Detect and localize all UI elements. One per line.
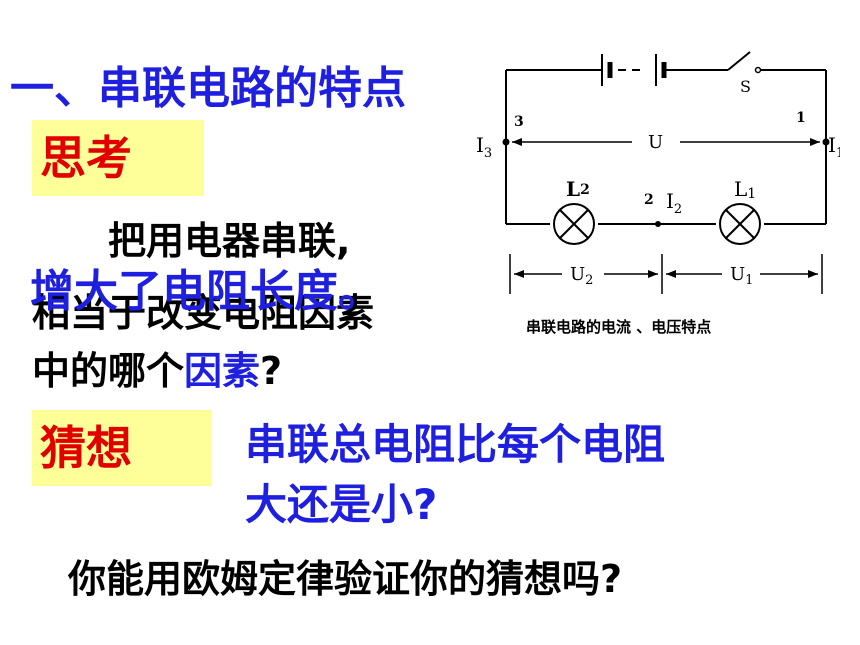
paragraph-line-3-prefix: 中的哪个	[32, 349, 185, 393]
paragraph-highlight: 因素	[184, 349, 261, 393]
point-3-label: 3	[514, 114, 524, 130]
battery-icon	[601, 54, 667, 86]
lamp-l1-icon	[719, 203, 761, 245]
guess-line-2: 大还是小?	[245, 480, 438, 529]
answer-overlay: 增大了电阻长度。	[30, 266, 382, 317]
voltage-u2-u1-arrows	[509, 254, 823, 294]
voltage-u-label: U	[648, 132, 663, 153]
think-label: 思考	[40, 131, 132, 185]
paragraph-line-3-suffix: ?	[260, 349, 283, 393]
paragraph-line-2: 相当于改变电阻因素	[32, 291, 375, 335]
slide-title: 一、串联电路的特点	[10, 63, 406, 114]
guess-label: 猜想	[40, 421, 132, 475]
paragraph-line-3: 中的哪个因素?	[32, 348, 282, 394]
lamp-l1-label: L1	[734, 177, 756, 202]
verification-question: 你能用欧姆定律验证你的猜想吗?	[68, 557, 623, 601]
switch-icon	[727, 51, 762, 74]
think-label-box: 思考	[32, 120, 204, 196]
point-1-label: 1	[796, 110, 806, 126]
node-3	[502, 138, 510, 146]
point-2-label: 2	[644, 192, 654, 208]
node-2	[655, 221, 661, 227]
guess-text: 串联总电阻比每个电阻 大还是小?	[245, 415, 665, 535]
voltage-u1-label: U1	[730, 264, 753, 288]
paragraph-line-1: 把用电器串联,	[108, 219, 351, 263]
node-1	[822, 138, 830, 146]
guess-label-box: 猜想	[32, 410, 212, 486]
current-i3-label: I3	[476, 133, 492, 161]
series-circuit-diagram: S 3 1 2 I3 I1 I2 U L2 L1 U2	[476, 51, 840, 336]
current-i2-label: I2	[666, 189, 682, 217]
switch-label: S	[740, 77, 751, 96]
lamp-l2-icon	[553, 203, 595, 245]
current-i1-label: I1	[828, 133, 840, 161]
voltage-u-arrow	[512, 138, 820, 146]
diagram-caption: 串联电路的电流 、电压特点	[526, 318, 711, 336]
lamp-l2-label: L2	[566, 177, 590, 201]
guess-line-1: 串联总电阻比每个电阻	[245, 420, 666, 469]
voltage-u2-label: U2	[570, 264, 593, 288]
